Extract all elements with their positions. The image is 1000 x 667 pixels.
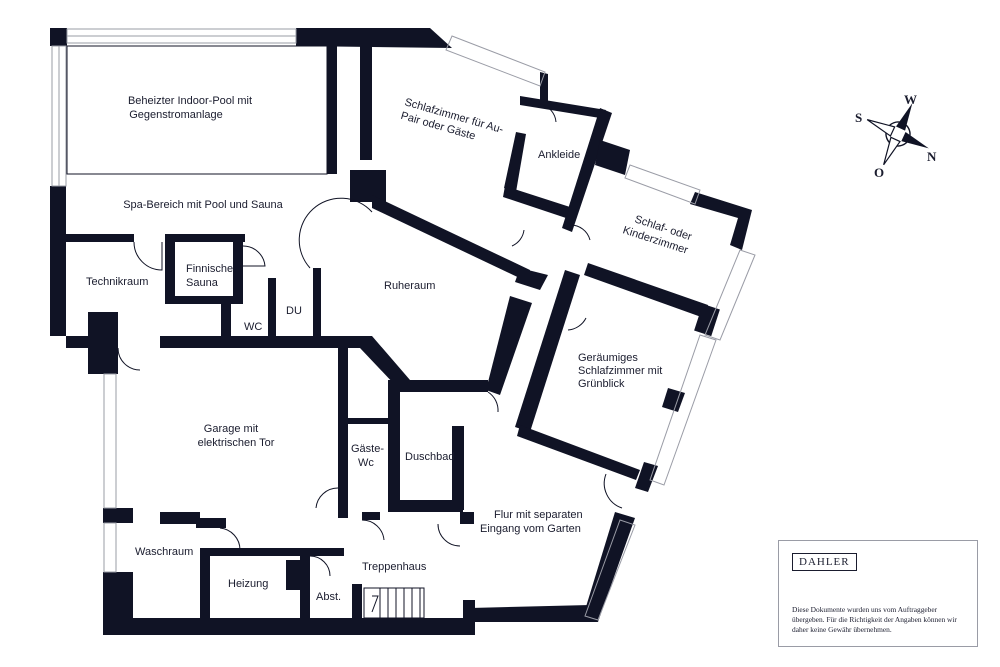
label-gaeste-wc: Gäste-Wc bbox=[351, 443, 384, 469]
label-kinderzimmer: Schlaf- oderKinderzimmer bbox=[621, 211, 694, 257]
label-abstell: Abst. bbox=[316, 591, 341, 603]
label-treppenhaus: Treppenhaus bbox=[362, 561, 427, 573]
compass-rose-icon bbox=[866, 103, 929, 166]
compass: W S N O bbox=[855, 92, 937, 180]
doors bbox=[117, 103, 623, 577]
label-technikraum: Technikraum bbox=[86, 276, 148, 288]
pool-basin bbox=[66, 45, 328, 175]
compass-east: O bbox=[874, 165, 884, 180]
brand-logo: DAHLER bbox=[792, 553, 857, 571]
label-du: DU bbox=[286, 305, 302, 317]
label-duschbad: Duschbad bbox=[405, 451, 455, 463]
label-waschraum: Waschraum bbox=[135, 546, 193, 558]
compass-north: N bbox=[927, 149, 937, 164]
label-wc: WC bbox=[244, 321, 262, 333]
label-spa: Spa-Bereich mit Pool und Sauna bbox=[123, 199, 283, 211]
compass-south: S bbox=[855, 110, 862, 125]
stairs bbox=[363, 587, 425, 619]
windows bbox=[51, 28, 756, 621]
compass-west: W bbox=[904, 92, 917, 107]
label-heizung: Heizung bbox=[228, 578, 268, 590]
walls bbox=[50, 28, 752, 635]
label-ankleide: Ankleide bbox=[538, 149, 580, 161]
disclaimer-text: Diese Dokumente wurden uns vom Auftragge… bbox=[792, 605, 957, 634]
label-schlafzimmer-aupair: Schlafzimmer für Au-Pair oder Gäste bbox=[399, 96, 505, 149]
label-ruheraum: Ruheraum bbox=[384, 280, 435, 292]
disclaimer-panel: DAHLER Diese Dokumente wurden uns vom Au… bbox=[778, 540, 978, 647]
